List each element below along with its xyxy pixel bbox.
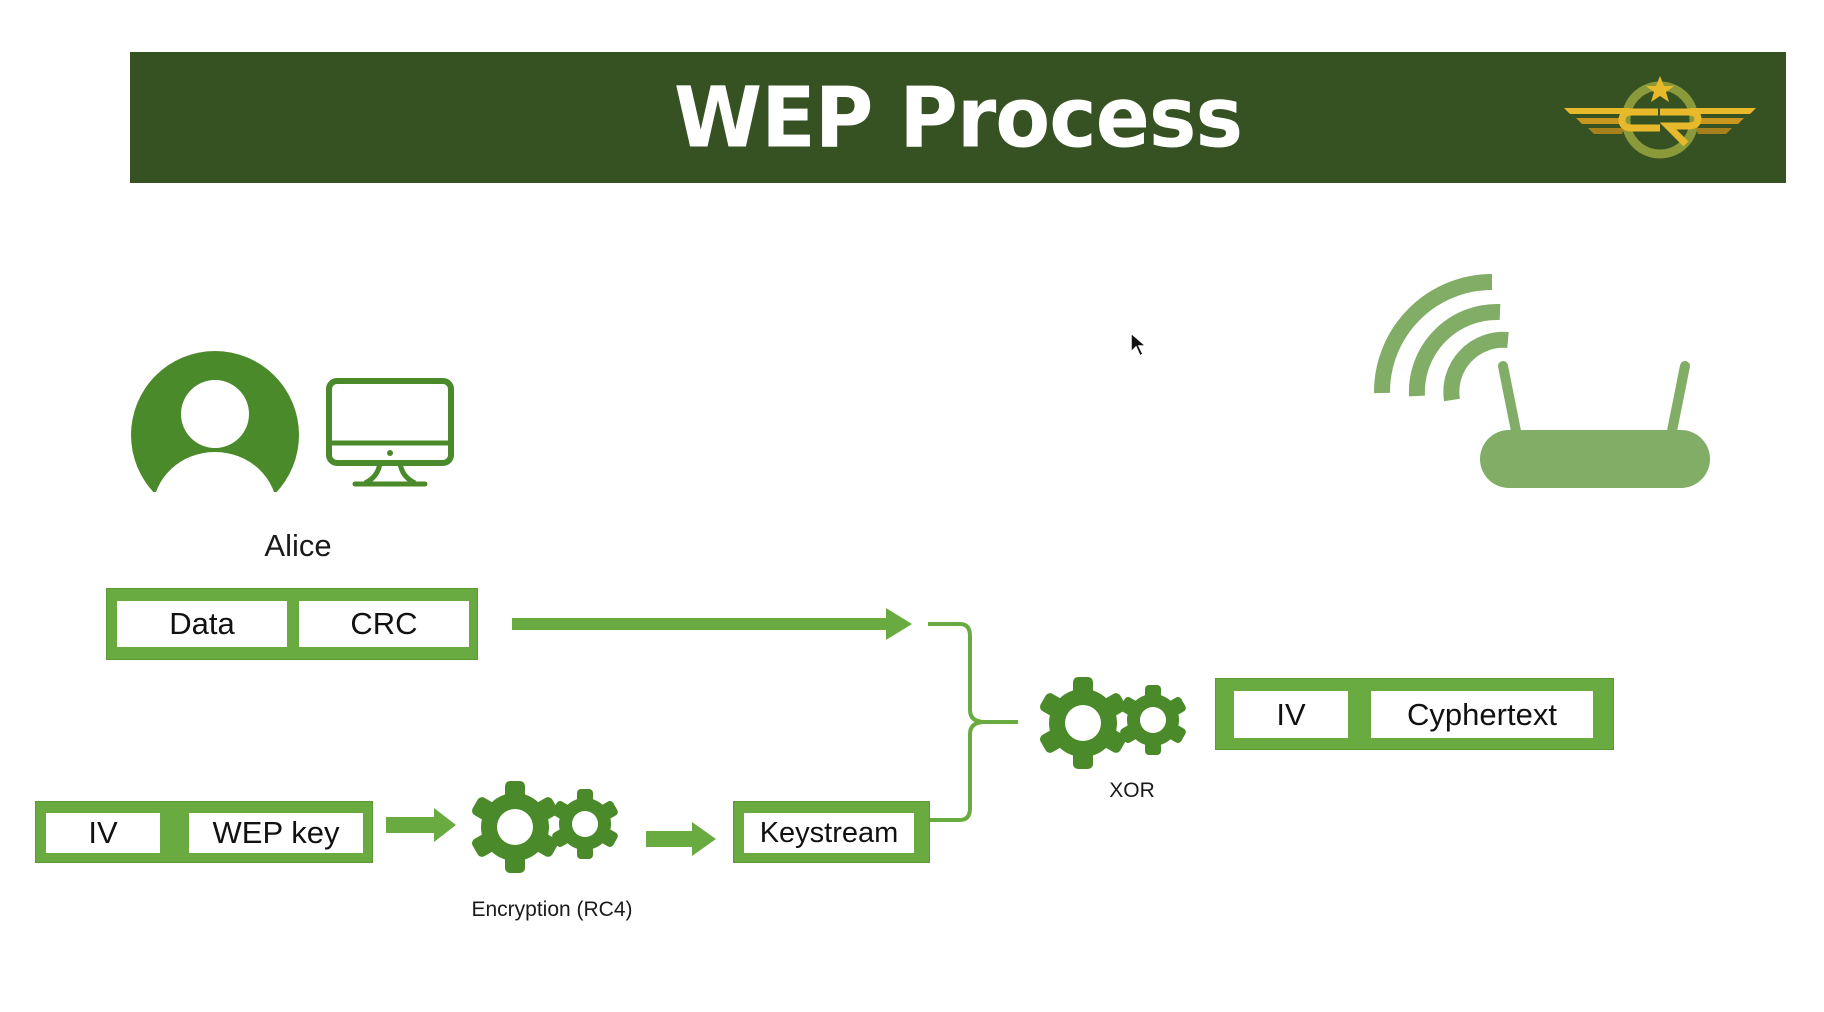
cyphertext-cell: Cyphertext: [1371, 691, 1593, 738]
merge-brace: [928, 622, 1018, 822]
arrow-encryption-to-keystream: [646, 822, 716, 856]
iv-cell: IV: [46, 813, 160, 853]
sender-name: Alice: [264, 528, 332, 563]
logo-icon: [1564, 76, 1756, 159]
arrow-data-to-xor: [512, 608, 912, 640]
xor-gears-icon: [1039, 677, 1186, 769]
data-crc-packet: Data CRC: [106, 588, 478, 660]
xor-label: XOR: [1109, 779, 1155, 802]
monitor-icon: [326, 378, 454, 487]
data-cell: Data: [117, 601, 287, 647]
mouse-cursor-icon: [1130, 331, 1149, 358]
title-banner: WEP Process: [130, 52, 1786, 183]
wifi-router-icon: [1373, 274, 1710, 488]
person-icon: [131, 351, 299, 492]
logo-star-icon: [1646, 76, 1674, 102]
encryption-label: Encryption (RC4): [471, 898, 633, 921]
encryption-gears-icon: [471, 781, 618, 873]
arrow-key-to-encryption: [386, 808, 456, 842]
iv-cyphertext-packet: IV Cyphertext: [1215, 678, 1614, 750]
iv-wepkey-packet: IV WEP key: [35, 801, 373, 863]
keystream-box: Keystream: [733, 801, 930, 863]
keystream-cell: Keystream: [744, 813, 914, 853]
crc-cell: CRC: [299, 601, 469, 647]
wep-key-cell: WEP key: [189, 813, 363, 853]
slide-title: WEP Process: [673, 68, 1243, 167]
output-iv-cell: IV: [1234, 691, 1348, 738]
